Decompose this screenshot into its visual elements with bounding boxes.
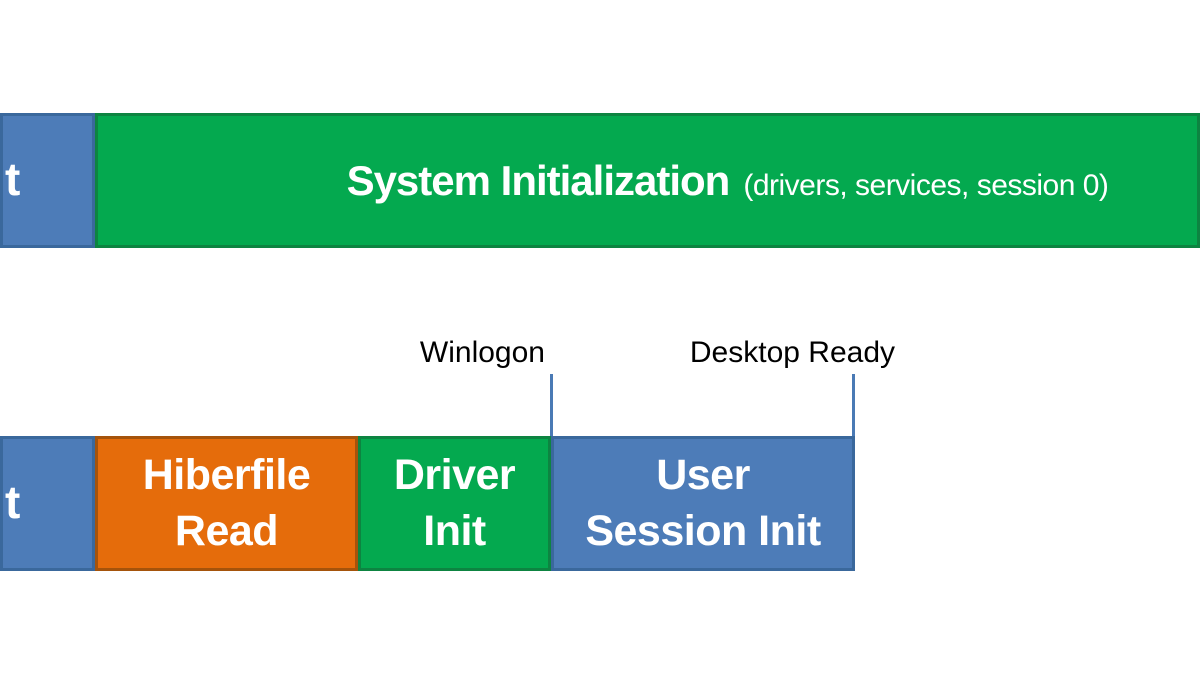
cold-boot-bar: t System Initialization (drivers, service…	[0, 113, 1200, 248]
system-initialization-title: System Initialization	[346, 156, 731, 204]
desktop-ready-tick-line	[852, 374, 855, 436]
driver-init-segment: Driver Init	[358, 436, 551, 571]
system-initialization-detail: (drivers, services, session 0)	[743, 168, 1109, 202]
user-session-init-label: User Session Init	[585, 450, 821, 555]
post-segment-partial-top: t	[0, 113, 95, 248]
user-session-init-segment: User Session Init	[551, 436, 855, 571]
system-initialization-label: System Initialization (drivers, services,…	[347, 157, 1109, 205]
post-segment-partial-bottom: t	[0, 436, 95, 571]
desktop-ready-label: Desktop Ready	[689, 336, 895, 369]
system-initialization-segment: System Initialization (drivers, services,…	[95, 113, 1200, 248]
post-partial-text-bottom: t	[5, 475, 21, 528]
fast-startup-bar: t Hiberfile Read Driver Init User Sessio…	[0, 436, 855, 571]
post-partial-text-top: t	[5, 152, 21, 205]
hiberfile-read-segment: Hiberfile Read	[95, 436, 358, 571]
hiberfile-read-label: Hiberfile Read	[142, 450, 311, 555]
driver-init-label: Driver Init	[393, 450, 516, 555]
winlogon-label: Winlogon	[419, 336, 545, 369]
winlogon-tick-line	[550, 374, 553, 436]
